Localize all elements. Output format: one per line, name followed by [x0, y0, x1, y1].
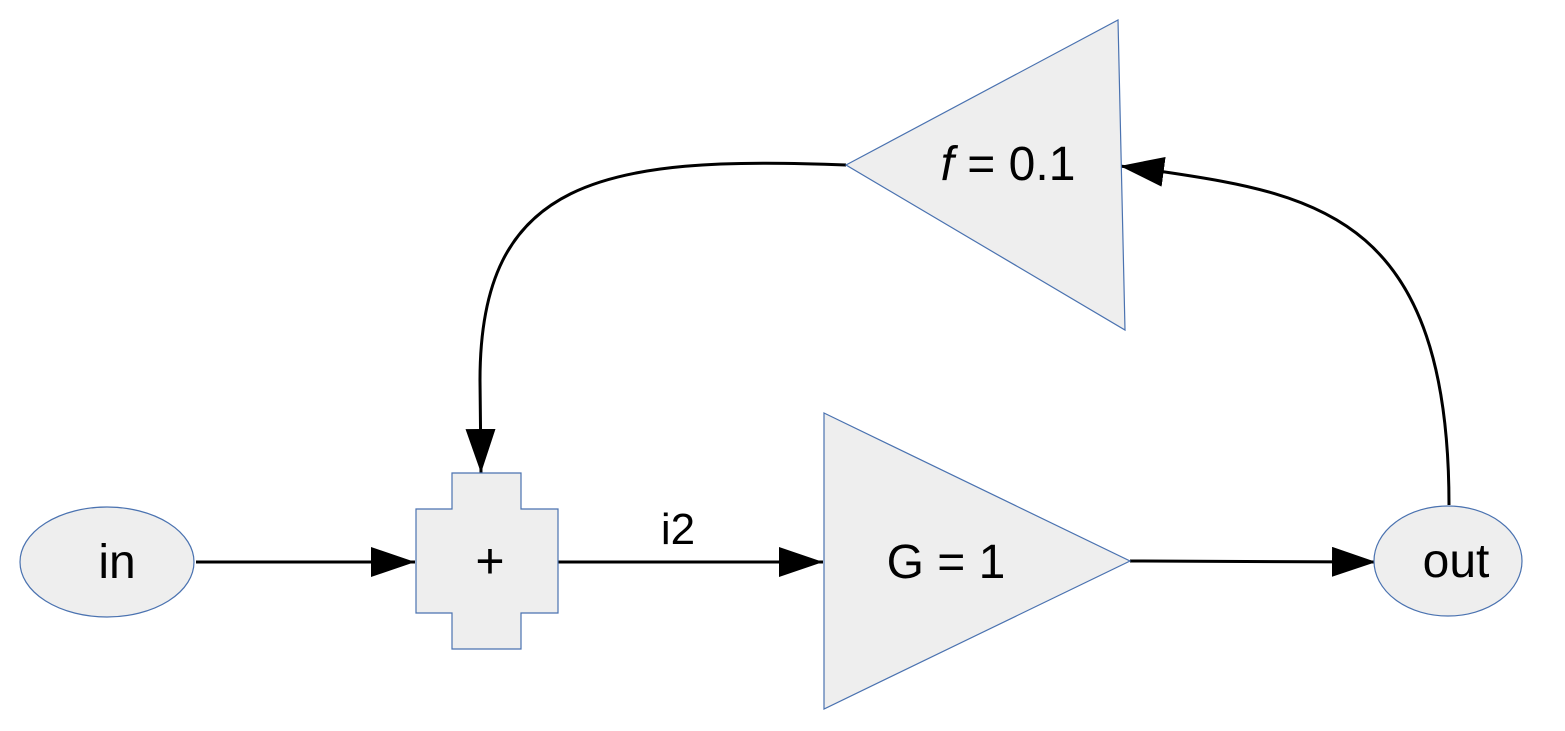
node-feedback[interactable]: f = 0.1	[844, 19, 1126, 332]
node-gain[interactable]: G = 1	[823, 412, 1132, 710]
edge-out-to-feedback	[1119, 156, 1451, 506]
node-output[interactable]: out	[1373, 505, 1523, 617]
node-sum[interactable]: +	[415, 472, 559, 650]
edge-feedback-to-sum	[465, 161, 847, 474]
node-sum-label: +	[475, 533, 504, 589]
node-feedback-label: f = 0.1	[941, 138, 1076, 191]
node-input[interactable]: in	[19, 506, 195, 618]
edge-gain-to-out	[1129, 546, 1377, 577]
node-feedback-value: = 0.1	[954, 138, 1075, 191]
node-input-label: in	[98, 536, 135, 589]
node-output-label: out	[1423, 535, 1490, 588]
node-gain-label: G = 1	[887, 536, 1006, 589]
edge-label-i2: i2	[661, 505, 695, 554]
